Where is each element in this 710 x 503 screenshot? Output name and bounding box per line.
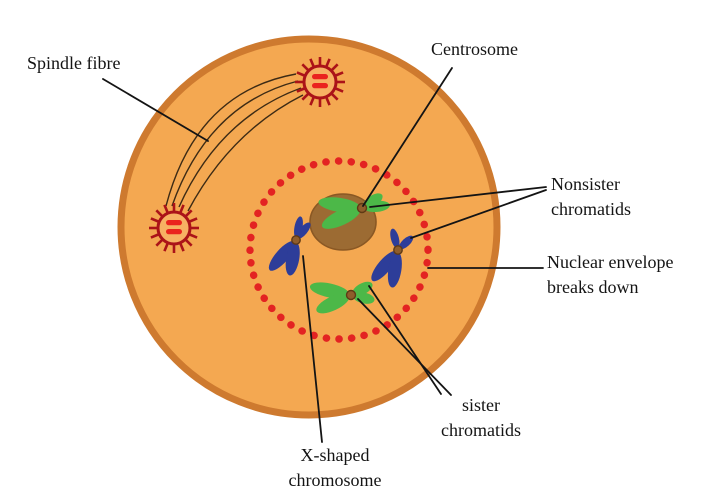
centriole-bar (166, 220, 182, 226)
chromosome-blue-right (371, 228, 414, 288)
pointer-nonsister-2 (410, 189, 547, 239)
centromere (345, 289, 357, 301)
label-nonsister-chromatids: Nonsister chromatids (551, 174, 631, 219)
label-centrosome: Centrosome (431, 39, 518, 59)
centrosome-body (302, 64, 338, 100)
pointer-sister-2 (357, 298, 452, 396)
label-nuclear-envelope: Nuclear envelope breaks down (547, 252, 674, 297)
centrosome-left (149, 203, 199, 253)
label-sister-chromatids: sister chromatids (441, 395, 521, 440)
centrosome-top (295, 57, 345, 107)
centrosome-spikes (295, 57, 345, 107)
pointer-spindle-fibre (102, 78, 209, 142)
spindle-fibre-line (171, 80, 299, 207)
chromosome-blue-left (268, 216, 311, 276)
spindle-fibre-line (187, 94, 304, 212)
centriole-bar (166, 229, 182, 235)
pointer-x-shaped (302, 255, 323, 443)
centromere (356, 202, 368, 214)
centrosome-spikes (149, 203, 199, 253)
centromere (393, 245, 403, 255)
spindle-fibre-line (165, 73, 297, 207)
centrosome-body (156, 210, 192, 246)
pointer-lines (102, 67, 547, 443)
pointer-centrosome (362, 67, 453, 207)
centriole-bar (312, 83, 328, 89)
pointer-nonsister-1 (369, 186, 547, 208)
spindle-fibres (165, 73, 304, 212)
centromere (291, 235, 301, 245)
pointer-sister-1 (368, 285, 442, 395)
chromosome-green-bottom (309, 281, 375, 314)
label-x-shaped-chromosome: X-shaped chromosome (288, 445, 382, 490)
spindle-fibre-line (178, 87, 302, 208)
nuclear-envelope-dotted-ring (246, 157, 432, 343)
centriole-bar (312, 74, 328, 80)
label-spindle-fibre: Spindle fibre (27, 53, 121, 73)
